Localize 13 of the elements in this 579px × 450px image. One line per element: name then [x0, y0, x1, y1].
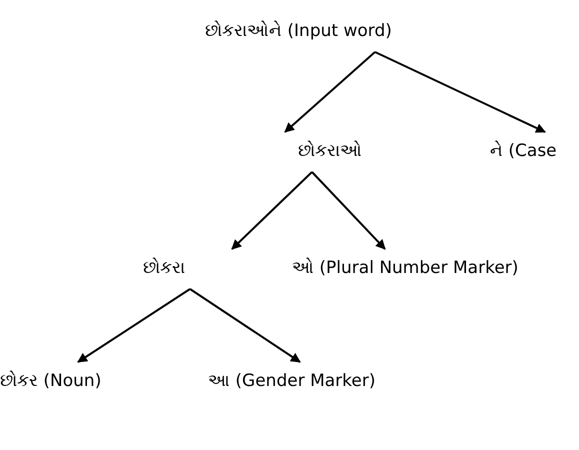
word-label: ઓ (Plural Number Marker) [292, 255, 518, 281]
word-label: છોકર (Noun) [0, 368, 102, 394]
arrow [77, 288, 191, 363]
word-label: છોકરાઓને (Input word) [205, 18, 392, 44]
word-label: ને (Case [490, 138, 557, 164]
arrow [311, 171, 386, 250]
word-label: છોકરાઓ [298, 138, 362, 164]
arrow [231, 171, 313, 250]
word-label: આ (Gender Marker) [208, 368, 376, 394]
word-label: છોકરા [143, 255, 185, 281]
arrow [284, 51, 376, 133]
arrow [189, 288, 301, 363]
arrow [374, 51, 546, 133]
